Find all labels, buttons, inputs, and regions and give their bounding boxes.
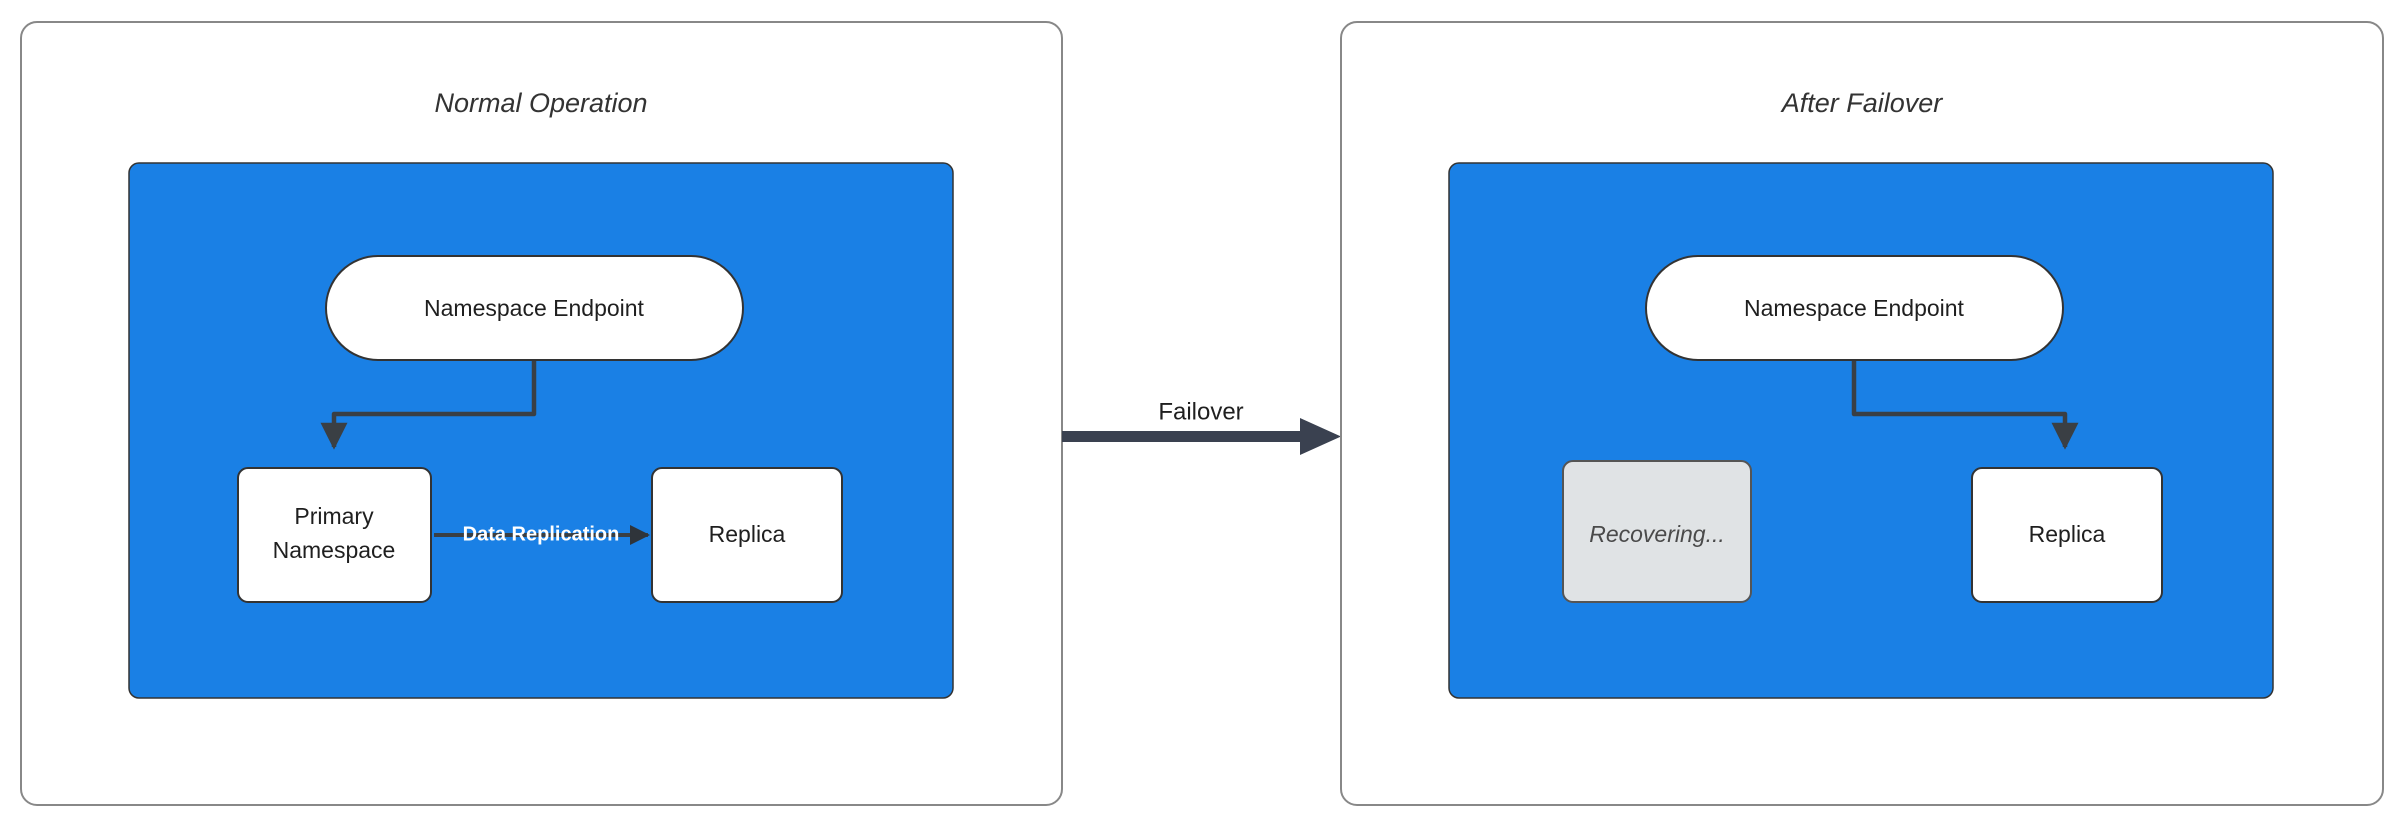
node-label-primary-namespace-line1: Primary [294, 503, 374, 529]
cluster-box-right [1448, 162, 2274, 699]
node-shape-primary-namespace [237, 467, 432, 603]
failover-transition-label: Failover [1158, 398, 1243, 425]
node-shape-replica-left [651, 467, 843, 603]
edge-endpoint-to-primary [320, 360, 537, 450]
node-replica-right[interactable]: Replica [1971, 467, 2163, 603]
failover-arrow-shaft [1062, 431, 1317, 442]
panel-after-failover: After Failover Namespace Endpoint Recove… [1340, 21, 2384, 806]
node-label-recovering: Recovering... [1589, 521, 1725, 547]
node-label-replica-right: Replica [2029, 521, 2106, 547]
failover-transition: Failover [1062, 398, 1341, 455]
node-label-replica-left: Replica [709, 521, 786, 547]
node-namespace-endpoint-right[interactable]: Namespace Endpoint [1645, 255, 2064, 361]
node-namespace-endpoint-left[interactable]: Namespace Endpoint [325, 255, 744, 361]
node-label-namespace-endpoint-right: Namespace Endpoint [1744, 295, 1965, 321]
panel-title-left: Normal Operation [434, 88, 647, 118]
panel-title-right: After Failover [1780, 88, 1944, 118]
failover-arrow-head [1300, 418, 1341, 455]
node-recovering[interactable]: Recovering... [1562, 460, 1752, 603]
node-replica-left[interactable]: Replica [651, 467, 843, 603]
node-shape-stadium-left [325, 255, 744, 361]
node-primary-namespace[interactable]: Primary Namespace [237, 467, 432, 603]
edge-endpoint-to-replica [1851, 360, 2079, 450]
node-label-namespace-endpoint-left: Namespace Endpoint [424, 295, 645, 321]
node-label-primary-namespace-line2: Namespace [273, 537, 396, 563]
edge-label-data-replication: Data Replication [463, 523, 620, 545]
node-shape-replica-right [1971, 467, 2163, 603]
node-shape-recovering [1562, 460, 1752, 603]
cluster-box-left [128, 162, 954, 699]
node-shape-stadium-right [1645, 255, 2064, 361]
panel-normal-operation: Normal Operation Data Replication Namesp… [20, 21, 1063, 806]
